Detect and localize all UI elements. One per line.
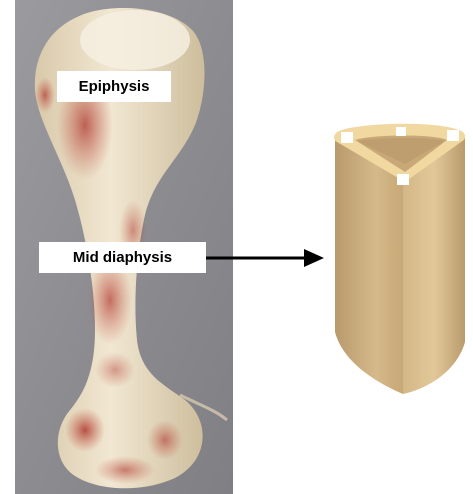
arrow-head <box>304 249 324 267</box>
diaphysis-model <box>325 112 470 394</box>
marker-square <box>397 174 409 185</box>
marker-square <box>447 130 459 141</box>
model-left-face <box>335 140 403 394</box>
marker-square <box>396 127 406 136</box>
marker-square <box>341 132 353 143</box>
